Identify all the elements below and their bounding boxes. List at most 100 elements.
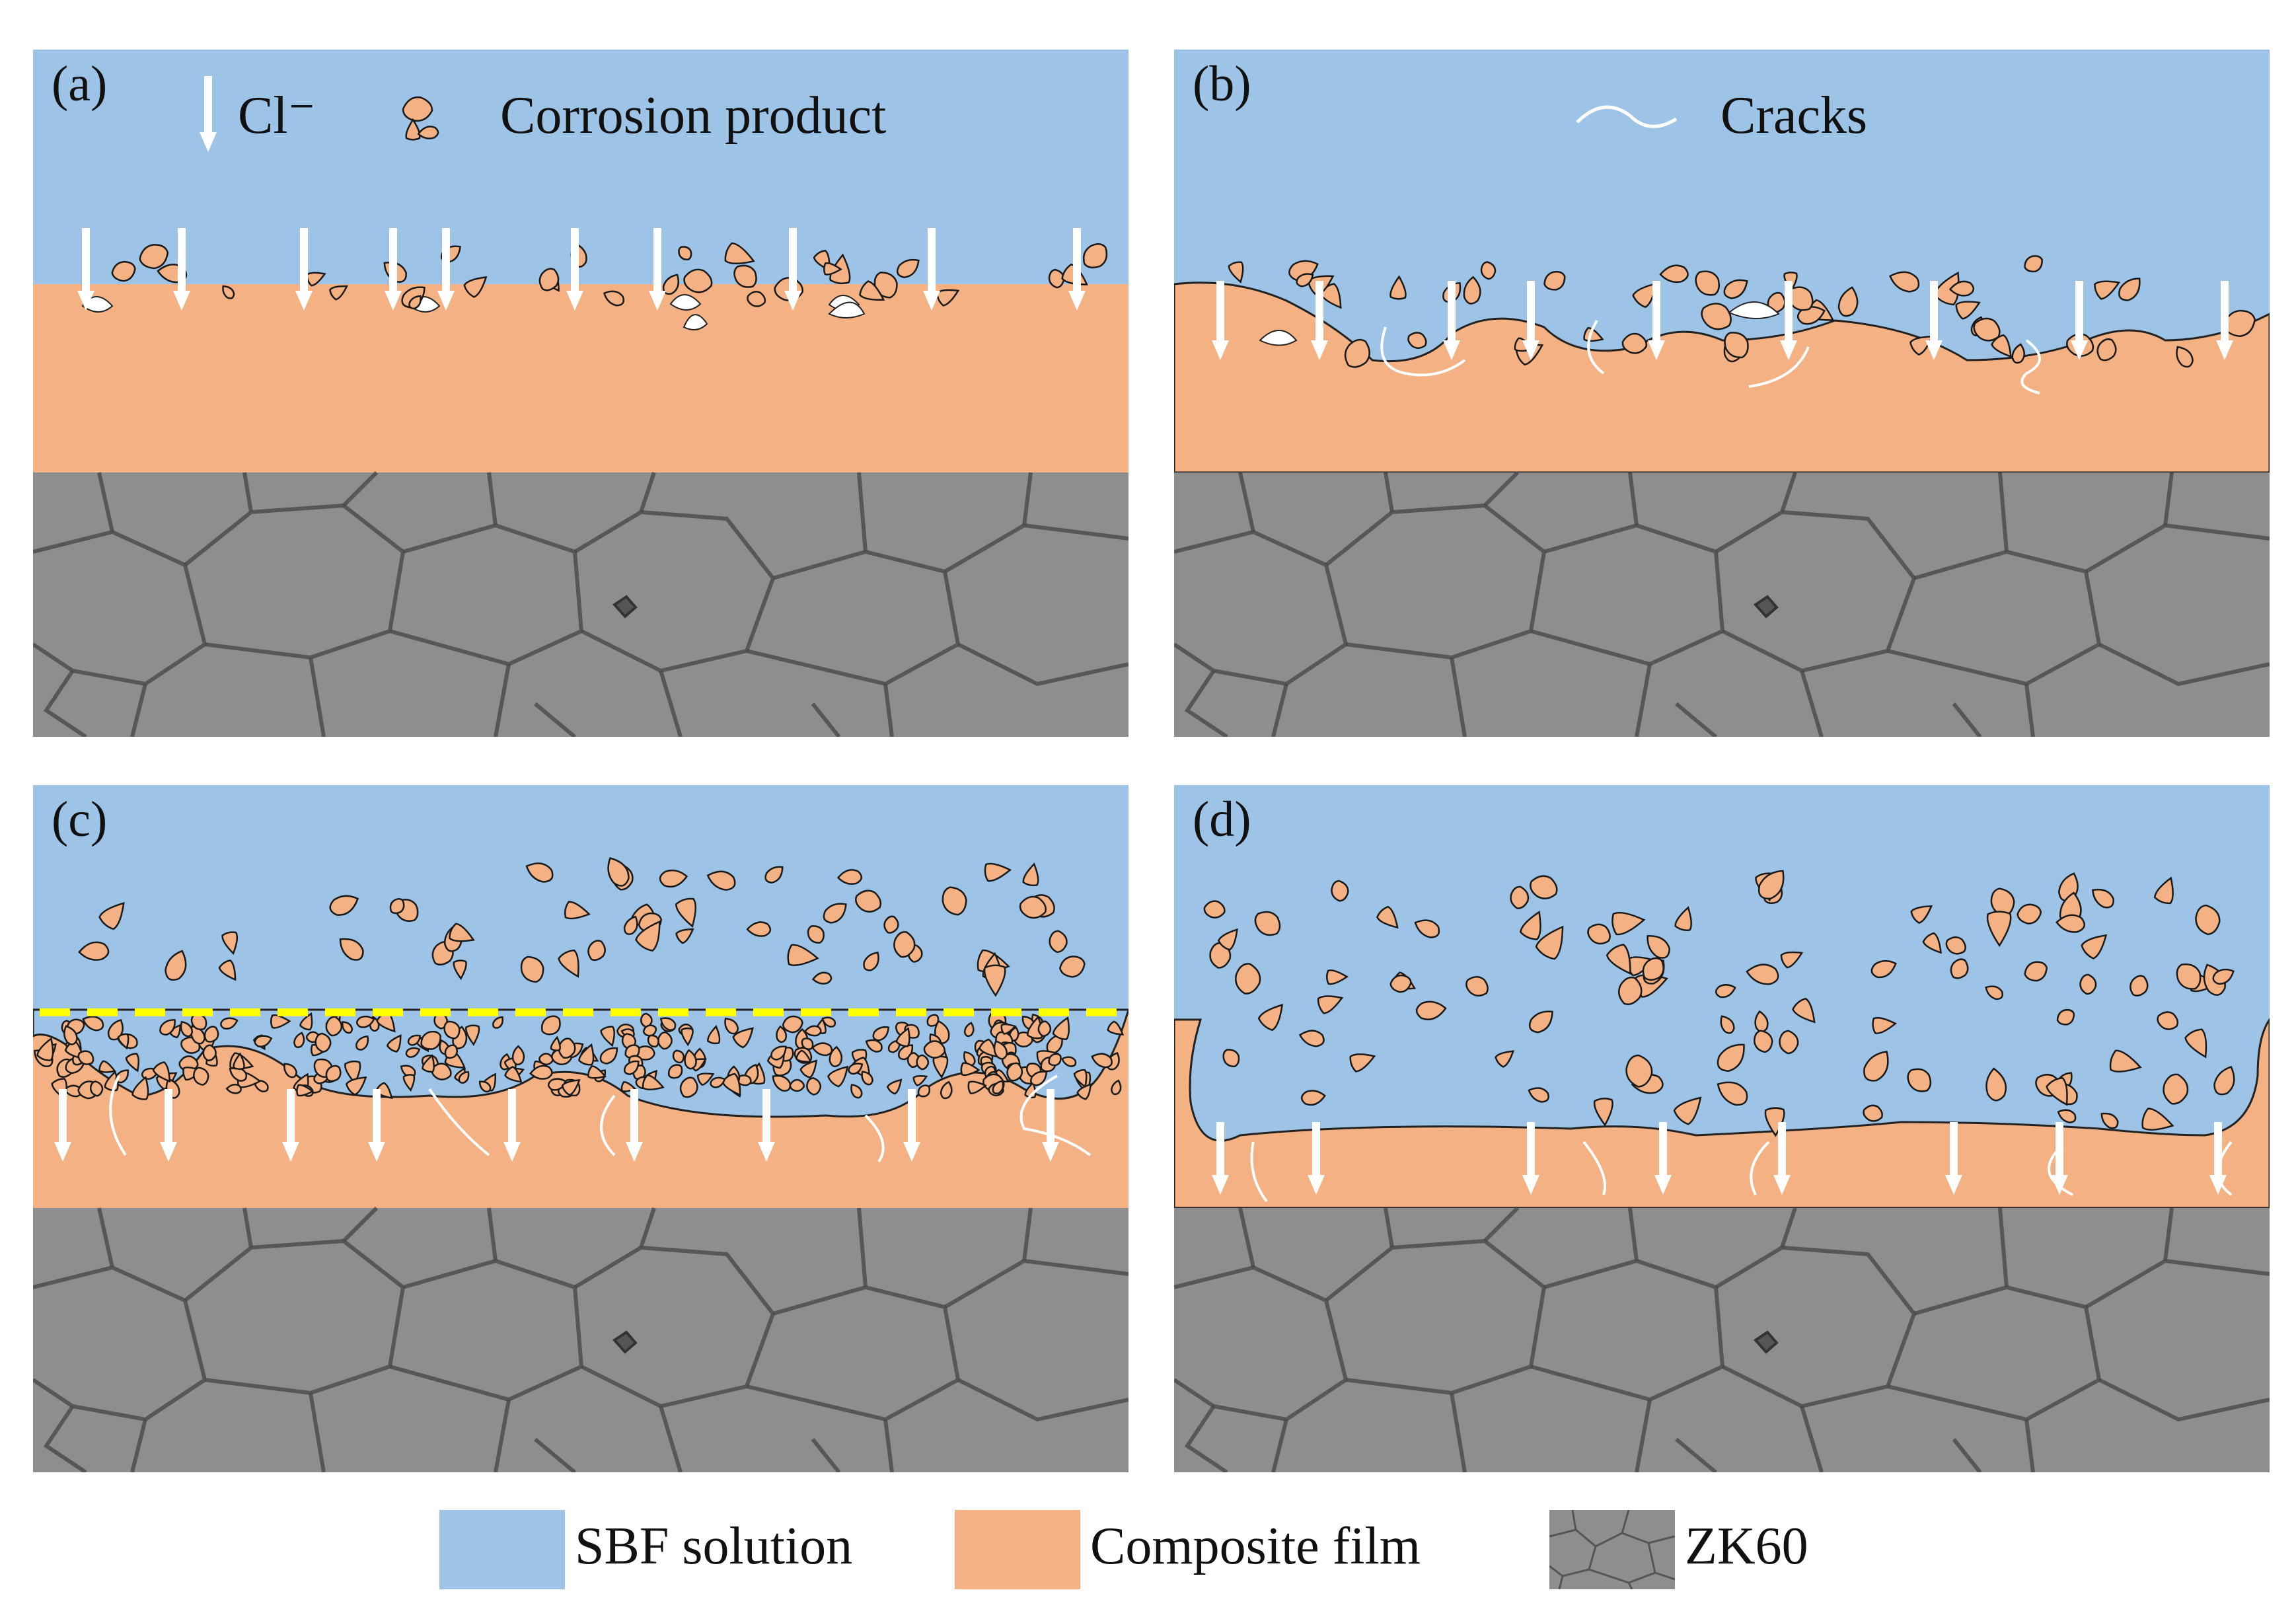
corrosion-product-particle: [111, 260, 136, 282]
crack-line: [1250, 1141, 1268, 1203]
panel-d: (d): [1174, 785, 2270, 1472]
cl-arrow-shaft: [653, 228, 661, 292]
corrosion-product-particle: [2212, 968, 2235, 985]
grain-boundary: [1887, 1285, 2102, 1422]
cl-arrow-head: [1522, 340, 1539, 360]
corrosion-product-particle: [325, 1016, 343, 1037]
corrosion-product-particle: [1907, 1068, 1932, 1092]
corrosion-product-particle: [681, 1027, 694, 1047]
cl-arrow-shaft: [1216, 1122, 1224, 1176]
corrosion-product-particle: [1415, 1000, 1447, 1020]
cl-arrow-head: [2216, 340, 2233, 360]
corrosion-product-particle: [659, 869, 688, 888]
cl-arrow-head: [566, 291, 583, 311]
crack-line: [600, 1094, 616, 1156]
corrosion-product-particle: [979, 1038, 998, 1058]
crack-line: [864, 1114, 885, 1163]
cl-arrow-icon: [2051, 1122, 2068, 1195]
corrosion-product-particle: [683, 268, 713, 293]
cl-arrow-icon: [368, 1089, 385, 1162]
corrosion-product-particle: [2141, 1108, 2174, 1131]
cl-arrow-shaft: [165, 1089, 172, 1143]
panel-a-label: (a): [52, 56, 108, 112]
corrosion-product-particle: [139, 244, 169, 270]
grain-boundary: [97, 1207, 1033, 1288]
corrosion-product-particle: [431, 1063, 452, 1080]
cl-arrow-icon: [2209, 1122, 2227, 1195]
corrosion-product-particle: [2195, 904, 2221, 936]
corrosion-product-particle: [642, 1074, 665, 1090]
corrosion-product-particle: [657, 1031, 673, 1050]
grain-boundary: [1238, 472, 2174, 552]
grain-boundary: [130, 1392, 894, 1472]
corrosion-product-particle: [1837, 286, 1859, 317]
corrosion-product-particle: [1779, 1030, 1799, 1055]
cl-arrow-head: [368, 1142, 385, 1162]
corrosion-product-particle: [117, 1033, 130, 1050]
corrosion-product-particle: [2118, 278, 2141, 301]
cl-arrow-head: [1925, 340, 1943, 360]
cl-arrow-shaft: [928, 228, 936, 292]
cl-arrow-icon: [903, 1089, 920, 1162]
cl-arrow-shaft: [2075, 281, 2083, 342]
corrosion-product-particle: [1520, 911, 1541, 940]
corrosion-product-particle: [647, 1034, 659, 1048]
corrosion-product-particle: [2024, 255, 2043, 273]
corrosion-product-particle: [1973, 317, 2001, 342]
corrosion-product-particle: [747, 291, 766, 307]
corrosion-product-particle: [1463, 276, 1481, 305]
cl-arrow-shaft: [1448, 281, 1456, 342]
corrosion-product-particle: [603, 290, 625, 307]
corrosion-product-particle: [806, 1077, 822, 1096]
corrosion-pit: [683, 314, 708, 330]
corrosion-product-particle: [1535, 925, 1564, 960]
corrosion-product-particle: [98, 1060, 116, 1073]
corrosion-product-particle: [2176, 963, 2202, 990]
corrosion-product-particle: [1948, 280, 1975, 297]
cl-arrow-icon: [1522, 281, 1539, 360]
cl-arrow-head: [295, 291, 313, 311]
grain-inclusion: [1753, 595, 1779, 619]
corrosion-product-particle: [1695, 270, 1721, 296]
corrosion-product-particle: [344, 1060, 361, 1085]
corrosion-product-particle: [722, 1073, 741, 1096]
corrosion-product-particle: [561, 1079, 581, 1096]
corrosion-product-particle: [402, 1074, 416, 1092]
corrosion-product-particle: [1715, 984, 1736, 998]
corrosion-product-particle: [1674, 906, 1692, 931]
corrosion-product-particle: [1530, 875, 1558, 899]
corrosion-product-particle: [1717, 1043, 1745, 1072]
corrosion-product-particle: [1621, 332, 1648, 354]
corrosion-product-particle: [220, 1017, 239, 1030]
corrosion-product-particle: [1543, 271, 1566, 291]
corrosion-product-particle: [848, 1063, 864, 1075]
corrosion-product-particle: [1091, 1053, 1113, 1069]
corrosion-product-particle: [1296, 273, 1314, 287]
corrosion-product-particle: [1203, 900, 1226, 919]
cracks-legend-icon: [1576, 105, 1678, 128]
corrosion-product-particle: [1414, 919, 1440, 938]
corrosion-product-particle: [2079, 973, 2097, 995]
corrosion-product-particle: [465, 1024, 480, 1046]
corrosion-product-particle: [1107, 1020, 1125, 1035]
crack-line: [2020, 339, 2041, 395]
corrosion-product-particle: [1030, 1071, 1048, 1086]
corrosion-product-particle: [2057, 1109, 2077, 1123]
corrosion-product-particle: [770, 1045, 787, 1061]
cl-arrow-head: [1945, 1175, 1962, 1195]
corrosion-product-particle: [82, 1016, 104, 1032]
corrosion-product-particle: [293, 1032, 305, 1048]
cl-arrow-shaft: [571, 228, 579, 292]
corrosion-product-particle: [1780, 951, 1804, 969]
corrosion-product-particle: [449, 922, 475, 942]
corrosion-product-particle: [1632, 282, 1657, 309]
corrosion-product-particle: [659, 1017, 677, 1031]
corrosion-product-particle: [159, 1019, 176, 1036]
corrosion-product-particle: [299, 1012, 313, 1031]
corrosion-product-particle: [733, 264, 757, 288]
corrosion-product-particle: [520, 956, 544, 983]
corrosion-product-particle: [2109, 1049, 2142, 1073]
corrosion-product-particle: [863, 952, 879, 971]
corrosion-product-particle: [2024, 961, 2048, 982]
corrosion-product-particle: [1082, 243, 1108, 269]
